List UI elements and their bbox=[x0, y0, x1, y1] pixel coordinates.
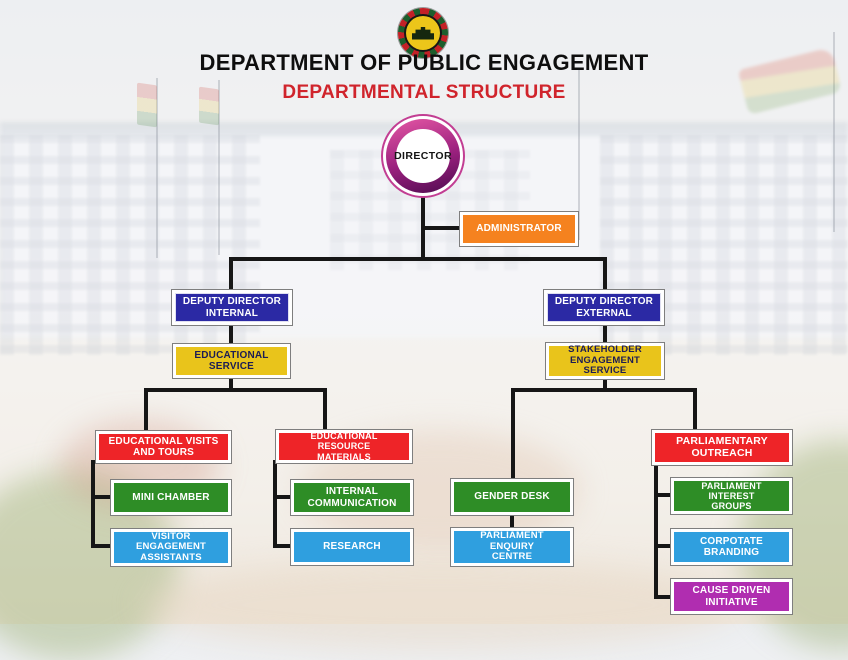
node-educational-visits-tours: EDUCATIONAL VISITS AND TOURS bbox=[95, 430, 232, 464]
elbow-interest-groups bbox=[654, 493, 672, 497]
parliament-building-icon bbox=[412, 26, 434, 40]
director-label: DIRECTOR bbox=[394, 129, 452, 183]
corporate-branding-label: CORPOTATE BRANDING bbox=[699, 535, 764, 558]
node-director: DIRECTOR bbox=[381, 114, 465, 198]
node-parliamentary-outreach: PARLIAMENTARY OUTREACH bbox=[651, 429, 793, 466]
connector-internal-service bbox=[229, 324, 233, 346]
rail-internal-col1 bbox=[91, 460, 95, 548]
node-mini-chamber: MINI CHAMBER bbox=[110, 479, 232, 516]
elbow-mini-chamber bbox=[91, 495, 112, 499]
research-label: RESEARCH bbox=[323, 541, 381, 553]
connector-main-horizontal bbox=[229, 257, 607, 261]
page-title: DEPARTMENT OF PUBLIC ENGAGEMENT bbox=[199, 50, 649, 75]
deputy-external-label: DEPUTY DIRECTOR EXTERNAL bbox=[554, 296, 654, 319]
connector-internal-split bbox=[144, 388, 327, 392]
node-cause-driven-initiative: CAUSE DRIVEN INITIATIVE bbox=[670, 578, 793, 615]
educational-service-label: EDUCATIONAL SERVICE bbox=[194, 349, 269, 372]
director-gradient-ring: DIRECTOR bbox=[386, 119, 460, 193]
elbow-visitor bbox=[91, 544, 112, 548]
node-educational-service: EDUCATIONAL SERVICE bbox=[172, 343, 291, 379]
node-visitor-engagement-assistants: VISITOR ENGAGEMENT ASSISTANTS bbox=[110, 528, 232, 567]
elbow-cause-driven bbox=[654, 595, 672, 599]
page-subtitle: DEPARTMENTAL STRUCTURE bbox=[282, 82, 566, 103]
node-internal-communication: INTERNAL COMMUNICATION bbox=[290, 479, 414, 516]
flagpole-left-2 bbox=[218, 80, 220, 255]
parliament-interest-label: PARLIAMENT INTEREST GROUPS bbox=[701, 480, 762, 512]
parliament-enquiry-label: PARLIAMENT ENQUIRY CENTRE bbox=[480, 530, 544, 563]
node-parliament-interest-groups: PARLIAMENT INTEREST GROUPS bbox=[670, 477, 793, 515]
node-deputy-director-external: DEPUTY DIRECTOR EXTERNAL bbox=[543, 289, 665, 326]
connector-external-service bbox=[603, 324, 607, 346]
rail-external-col2 bbox=[654, 463, 658, 599]
node-deputy-director-internal: DEPUTY DIRECTOR INTERNAL bbox=[171, 289, 293, 326]
connector-external-split bbox=[511, 388, 697, 392]
connector-gender-enquiry bbox=[510, 512, 514, 530]
org-chart: DEPARTMENT OF PUBLIC ENGAGEMENT DEPARTME… bbox=[0, 8, 848, 660]
gender-desk-label: GENDER DESK bbox=[474, 491, 550, 503]
connector-visits-drop bbox=[144, 388, 148, 432]
rail-internal-col2 bbox=[273, 460, 277, 548]
director-outer-ring: DIRECTOR bbox=[381, 114, 465, 198]
elbow-internal-comm bbox=[273, 495, 292, 499]
internal-communication-label: INTERNAL COMMUNICATION bbox=[307, 486, 397, 509]
parliament-logo-field bbox=[406, 16, 440, 50]
connector-internal-drop bbox=[229, 257, 233, 291]
educational-resource-label: EDUCATIONAL RESOURCE MATERIALS bbox=[310, 431, 378, 462]
connector-internal-split-stem bbox=[229, 377, 233, 391]
elbow-research bbox=[273, 544, 292, 548]
flagpole-left-1 bbox=[156, 78, 158, 258]
connector-external-drop bbox=[603, 257, 607, 291]
educational-visits-label: EDUCATIONAL VISITS AND TOURS bbox=[108, 435, 219, 458]
node-corporate-branding: CORPOTATE BRANDING bbox=[670, 528, 793, 566]
node-educational-resource-materials: EDUCATIONAL RESOURCE MATERIALS bbox=[275, 429, 413, 464]
connector-external-split-stem bbox=[603, 377, 607, 391]
cause-driven-label: CAUSE DRIVEN INITIATIVE bbox=[692, 585, 771, 608]
stakeholder-service-label: STAKEHOLDER ENGAGEMENT SERVICE bbox=[568, 344, 642, 377]
parliamentary-outreach-label: PARLIAMENTARY OUTREACH bbox=[676, 434, 768, 459]
node-administrator: ADMINISTRATOR bbox=[459, 211, 579, 247]
deputy-internal-label: DEPUTY DIRECTOR INTERNAL bbox=[182, 296, 282, 319]
node-stakeholder-engagement-service: STAKEHOLDER ENGAGEMENT SERVICE bbox=[545, 342, 665, 380]
node-parliament-enquiry-centre: PARLIAMENT ENQUIRY CENTRE bbox=[450, 527, 574, 567]
background-path-bottom bbox=[140, 560, 740, 650]
parliament-logo-ring bbox=[404, 14, 442, 52]
connector-outreach-drop bbox=[693, 388, 697, 432]
node-research: RESEARCH bbox=[290, 528, 414, 566]
parliament-logo bbox=[398, 8, 448, 58]
connector-administrator bbox=[423, 226, 461, 230]
mini-chamber-label: MINI CHAMBER bbox=[132, 491, 210, 503]
administrator-label: ADMINISTRATOR bbox=[476, 223, 562, 235]
connector-resource-drop bbox=[323, 388, 327, 432]
connector-gender-drop bbox=[511, 388, 515, 482]
visitor-engagement-label: VISITOR ENGAGEMENT ASSISTANTS bbox=[135, 530, 207, 563]
node-gender-desk: GENDER DESK bbox=[450, 478, 574, 516]
elbow-corporate-branding bbox=[654, 544, 672, 548]
